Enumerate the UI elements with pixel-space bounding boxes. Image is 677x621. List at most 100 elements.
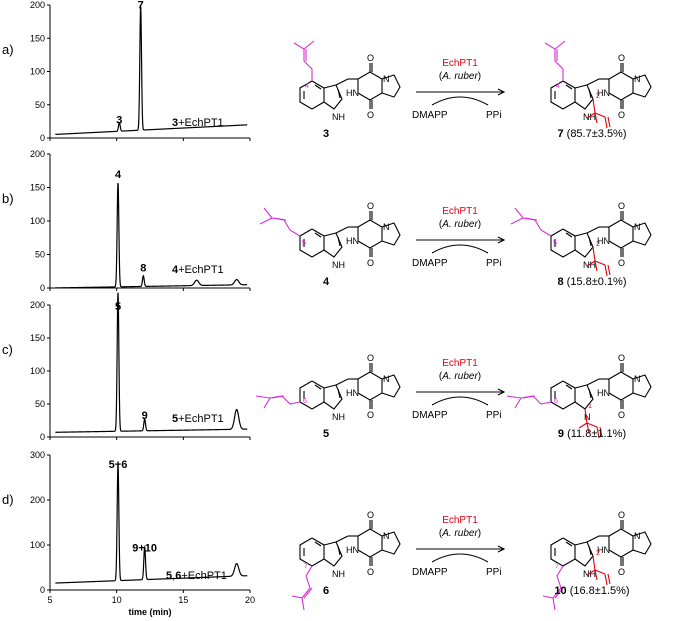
- proline-ring: [632, 222, 652, 246]
- diketopiperazine-ring: [608, 71, 634, 101]
- amide-nh-label: HN: [346, 388, 359, 398]
- peak-label: 9: [142, 410, 148, 422]
- byproduct-label: PPi: [486, 567, 502, 578]
- trace-label-compound: 4: [172, 264, 179, 276]
- reverse-prenyl-methyl: [578, 422, 588, 429]
- prenylation-site-label: 1: [588, 403, 592, 410]
- amide-nh-label: HN: [597, 88, 610, 98]
- oxygen-label: O: [618, 353, 625, 363]
- reverse-prenyl-vinyl: [594, 569, 606, 575]
- proline-ring: [381, 531, 401, 555]
- diketopiperazine-ring: [608, 528, 634, 558]
- amide-nh-label: HN: [346, 88, 359, 98]
- trace-label-compound: 5: [172, 413, 178, 425]
- prenyl-double-bond: [522, 395, 536, 399]
- prenyl-double-bond: [554, 587, 564, 599]
- double-bond: [337, 236, 341, 247]
- reagent-label: DMAPP: [412, 567, 448, 578]
- arrow-head: [497, 545, 506, 553]
- oxygen-label: O: [618, 201, 625, 211]
- double-bond: [314, 84, 322, 90]
- oxygen-label: O: [618, 410, 625, 420]
- trace-label: 4+EchPT1: [172, 264, 224, 276]
- arrow-head: [497, 388, 506, 396]
- y-tick-label: 0: [40, 283, 45, 293]
- substrate-number: 3: [323, 128, 329, 140]
- prenyl-position-label: 5: [553, 240, 557, 247]
- enzyme-label: EchPT1: [442, 58, 478, 69]
- peak-label: 5: [115, 301, 121, 313]
- enzyme-label: EchPT1: [442, 358, 478, 369]
- prenyl-chain: [514, 207, 552, 237]
- proline-ring: [381, 222, 401, 246]
- byproduct-label: PPi: [486, 110, 502, 121]
- y-tick-label: 300: [30, 450, 45, 460]
- reverse-prenyl-vinyl: [604, 573, 608, 586]
- organism-label: (A. ruber): [439, 71, 481, 82]
- peak-label: 5+6: [109, 459, 128, 471]
- proline-nitrogen-label: N: [383, 374, 390, 384]
- oxygen-label: O: [618, 258, 625, 268]
- peak-label: 7: [138, 0, 144, 11]
- cofactor-curve: [431, 244, 489, 254]
- diketopiperazine-ring: [608, 371, 634, 401]
- prenyl-position-label: 7: [555, 563, 559, 570]
- reverse-prenyl-methyl: [586, 260, 596, 267]
- organism-label: (A. ruber): [439, 528, 481, 539]
- prenyl-double-bond: [271, 395, 285, 399]
- prenyl-chain: [291, 565, 313, 599]
- reverse-prenyl-methyl: [594, 569, 598, 581]
- cofactor-curve: [431, 553, 489, 563]
- substrate-number: 6: [323, 585, 329, 597]
- prenyl-branch: [510, 217, 524, 225]
- oxygen-label: O: [367, 353, 374, 363]
- amide-nh-label: HN: [346, 545, 359, 555]
- arrow-head: [497, 236, 506, 244]
- methylene-bond: [586, 226, 600, 234]
- methylene-bond: [586, 535, 600, 543]
- y-tick-label: 50: [35, 399, 45, 409]
- prenylation-site-label: 2: [596, 241, 600, 248]
- paren: (: [439, 71, 443, 82]
- indole-nitrogen-label: NH: [332, 412, 345, 422]
- double-bond: [337, 545, 341, 556]
- prenylation-site-label: 2: [596, 93, 600, 100]
- paren: (: [439, 371, 443, 382]
- substrate-number: 5: [323, 428, 329, 440]
- product-yield: (11.8±1.1%): [567, 428, 626, 440]
- organism-name: A. ruber: [441, 528, 478, 539]
- diketopiperazine-ring: [608, 219, 634, 249]
- oxygen-label: O: [367, 567, 374, 577]
- product-label: 9 (11.8±1.1%): [558, 428, 626, 440]
- amide-nh-label: HN: [346, 236, 359, 246]
- double-bond: [314, 384, 322, 390]
- double-bond: [588, 545, 592, 556]
- reverse-prenyl-vinyl: [596, 426, 600, 439]
- double-bond: [588, 388, 592, 399]
- pyrrole-ring: [323, 541, 343, 567]
- prenyl-double-bond: [303, 587, 313, 599]
- methylene-bond: [335, 78, 349, 86]
- y-tick-label: 150: [30, 183, 45, 193]
- proline-nitrogen-label: N: [634, 222, 641, 232]
- prenylation-site-label: 2: [596, 550, 600, 557]
- x-axis-label: time (min): [128, 607, 171, 617]
- prenyl-position-label: 6: [303, 398, 307, 405]
- reagent-label: DMAPP: [412, 410, 448, 421]
- chromatogram-trace: [55, 292, 248, 433]
- oxygen-label: O: [367, 410, 374, 420]
- prenyl-double-bond: [273, 217, 287, 221]
- organism-label: (A. ruber): [439, 371, 481, 382]
- prenyl-branch: [259, 217, 273, 225]
- proline-ring: [381, 74, 401, 98]
- y-tick-label: 200: [30, 495, 45, 505]
- methylene-bond: [586, 78, 600, 86]
- oxygen-label: O: [367, 53, 374, 63]
- product-label: 7 (85.7±3.5%): [557, 128, 626, 140]
- y-tick-label: 50: [35, 250, 45, 260]
- y-tick-label: 100: [30, 216, 45, 226]
- y-tick-label: 0: [40, 133, 45, 143]
